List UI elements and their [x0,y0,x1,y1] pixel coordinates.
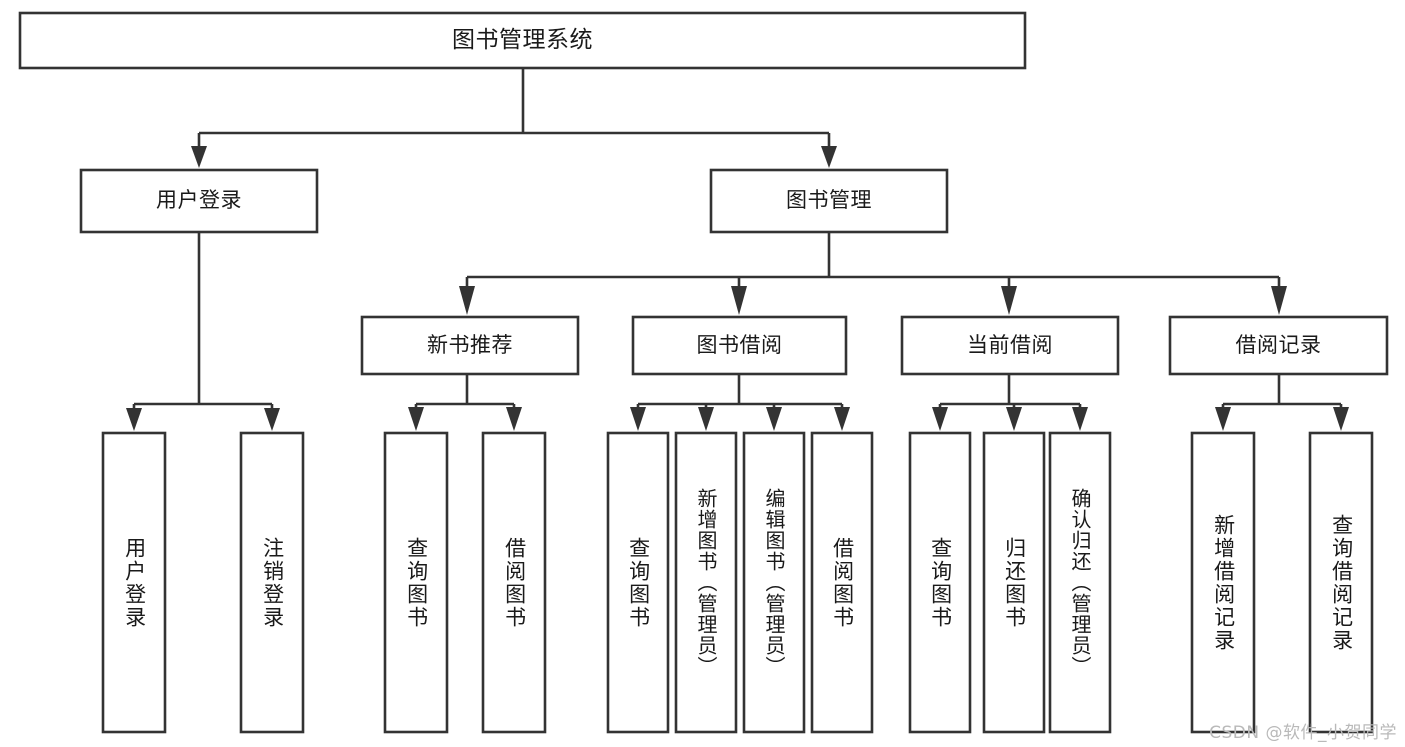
arrow-head-icon [1072,407,1088,431]
node-box-leaf[interactable] [810,431,874,734]
node-label-leaf-borrow-book: 借阅图书 [830,536,855,629]
node-box-current-borrow[interactable] [900,315,1120,376]
node-box-leaf[interactable] [742,431,806,734]
arrow-head-icon [731,286,747,315]
watermark-text: CSDN @软件_小贺同学 [1209,723,1397,743]
node-label-book-management: 图书管理 [786,188,872,213]
arrow-head-icon [264,408,280,431]
arrow-head-icon [1215,407,1231,431]
node-box-new-book-recommend[interactable] [360,315,580,376]
node-box-leaf[interactable] [1308,431,1374,734]
arrow-head-icon [459,286,475,315]
arrow-head-icon [126,408,142,431]
arrow-head-icon [506,407,522,431]
arrow-head-icon [766,407,782,431]
node-box-leaf[interactable] [1190,431,1256,734]
arrow-head-icon [191,146,207,168]
arrow-head-icon [932,407,948,431]
node-box-leaf[interactable] [908,431,972,734]
node-box-root[interactable] [18,11,1027,70]
node-label-borrow-record: 借阅记录 [1235,332,1322,357]
node-box-leaf[interactable] [383,431,449,734]
node-box-leaf[interactable] [606,431,670,734]
node-label-leaf-user-login: 用户登录 [122,536,147,629]
node-label-leaf-query-book: 查询图书 [404,536,429,629]
node-label-leaf-confirm-return-admin: 确认归还（管理员） [1068,488,1092,677]
node-label-leaf-query-borrow-record: 查询借阅记录 [1329,513,1354,652]
node-label-leaf-edit-book-admin: 编辑图书（管理员） [762,488,786,677]
node-box-leaf[interactable] [481,431,547,734]
node-label-leaf-logout: 注销登录 [260,536,285,629]
node-label-root: 图书管理系统 [452,26,593,53]
node-box-leaf[interactable] [1048,431,1112,734]
node-label-leaf-return-book: 归还图书 [1002,536,1027,629]
node-label-leaf-add-book-admin: 新增图书（管理员） [694,488,718,677]
node-label-leaf-query-book: 查询图书 [928,536,953,629]
arrow-head-icon [1006,407,1022,431]
node-box-leaf[interactable] [101,431,167,734]
node-box-leaf[interactable] [239,431,305,734]
node-label-user-login: 用户登录 [156,188,242,213]
arrow-head-icon [1333,407,1349,431]
node-label-new-book-recommend: 新书推荐 [427,332,513,357]
arrow-head-icon [698,407,714,431]
arrow-head-icon [834,407,850,431]
arrow-head-icon [408,407,424,431]
arrow-head-icon [630,407,646,431]
arrow-head-icon [821,146,837,168]
node-label-leaf-borrow-book: 借阅图书 [502,536,527,629]
arrow-head-icon [1001,286,1017,315]
node-box-leaf[interactable] [674,431,738,734]
node-box-leaf[interactable] [982,431,1046,734]
node-label-current-borrow: 当前借阅 [967,332,1053,357]
node-label-leaf-add-borrow-record: 新增借阅记录 [1211,513,1236,652]
node-label-book-borrow: 图书借阅 [696,332,783,357]
arrow-head-icon [1271,286,1287,315]
node-box-user-login[interactable] [79,168,319,234]
node-label-leaf-query-book: 查询图书 [626,536,651,629]
